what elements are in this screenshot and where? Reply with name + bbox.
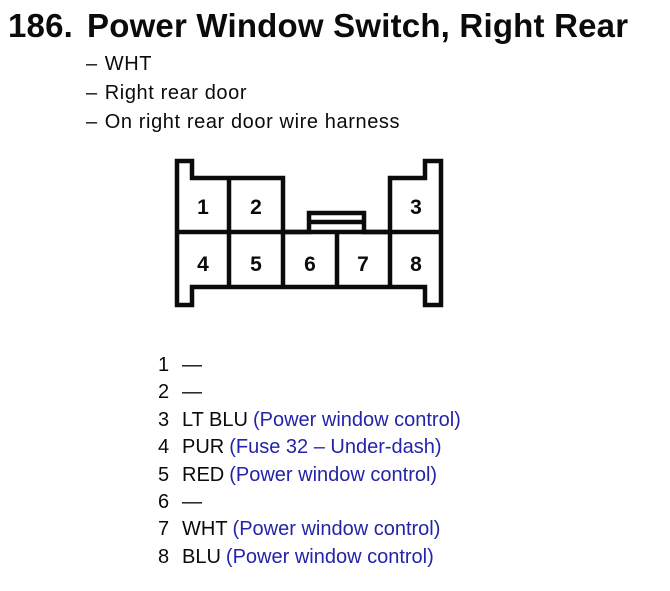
connector-cavity-number: 4 (197, 253, 209, 276)
connector-diagram: 1 2 3 4 5 6 7 8 (174, 158, 444, 308)
pin-number: 4 (158, 436, 170, 459)
pin-wire-color: LT BLU (182, 408, 248, 431)
pin-row: 7 WHT (Power window control) (158, 516, 461, 543)
connector-cavity-number: 7 (357, 253, 369, 276)
page-title: Power Window Switch, Right Rear (87, 7, 629, 44)
pin-circuit-reference[interactable]: (Fuse 32 – Under-dash) (229, 436, 442, 459)
pin-row: 4 PUR (Fuse 32 – Under-dash) (158, 434, 461, 461)
dash-bullet: – (86, 82, 98, 104)
detail-item: –Right rear door (86, 79, 400, 108)
pin-number: 1 (158, 354, 170, 376)
detail-item: –WHT (86, 50, 400, 79)
pin-number: 8 (158, 545, 170, 568)
pin-row: 2 — (158, 379, 461, 406)
dash-bullet: – (86, 53, 98, 75)
pin-circuit-reference[interactable]: (Power window control) (225, 545, 434, 568)
pin-wire-color: BLU (182, 545, 221, 568)
pin-circuit-reference[interactable]: (Power window control) (252, 408, 461, 431)
pin-row: 8 BLU (Power window control) (158, 544, 461, 571)
pin-wire-color: — (182, 381, 202, 404)
pin-wire-color: — (182, 491, 202, 514)
detail-text: On right rear door wire harness (104, 111, 401, 133)
pin-number: 5 (158, 463, 170, 486)
detail-text: Right rear door (104, 82, 248, 104)
pin-circuit-reference[interactable]: (Power window control) (232, 518, 441, 541)
pin-row: 1 — (158, 352, 461, 379)
dash-bullet: – (86, 111, 98, 133)
pin-row: 3 LT BLU (Power window control) (158, 407, 461, 434)
connector-outline (174, 158, 444, 308)
pin-list: 1 — 2 — 3 LT BLU (Power window control) … (158, 352, 461, 571)
connector-cavity-dividers (177, 178, 441, 287)
pin-number: 2 (158, 381, 170, 404)
detail-text: WHT (104, 53, 153, 75)
detail-item: –On right rear door wire harness (86, 108, 400, 137)
pin-wire-color: PUR (182, 436, 225, 459)
detail-list: –WHT –Right rear door –On right rear doo… (86, 50, 400, 137)
connector-cavity-number: 3 (410, 196, 422, 219)
pin-number: 3 (158, 408, 170, 431)
item-number: 186. (8, 7, 74, 44)
connector-cavity-number: 1 (197, 196, 209, 219)
connector-cavity-number: 8 (410, 253, 422, 276)
page-header: 186. Power Window Switch, Right Rear (8, 9, 628, 42)
connector-cavity-number: 2 (250, 196, 262, 219)
pin-wire-color: — (182, 354, 202, 376)
pin-row: 6 — (158, 489, 461, 516)
pin-wire-color: WHT (182, 518, 228, 541)
connector-cavity-number: 6 (304, 253, 316, 276)
pin-wire-color: RED (182, 463, 225, 486)
pin-circuit-reference[interactable]: (Power window control) (229, 463, 438, 486)
pin-number: 7 (158, 518, 170, 541)
connector-cavity-number: 5 (250, 253, 262, 276)
pin-row: 5 RED (Power window control) (158, 462, 461, 489)
pin-number: 6 (158, 491, 170, 514)
